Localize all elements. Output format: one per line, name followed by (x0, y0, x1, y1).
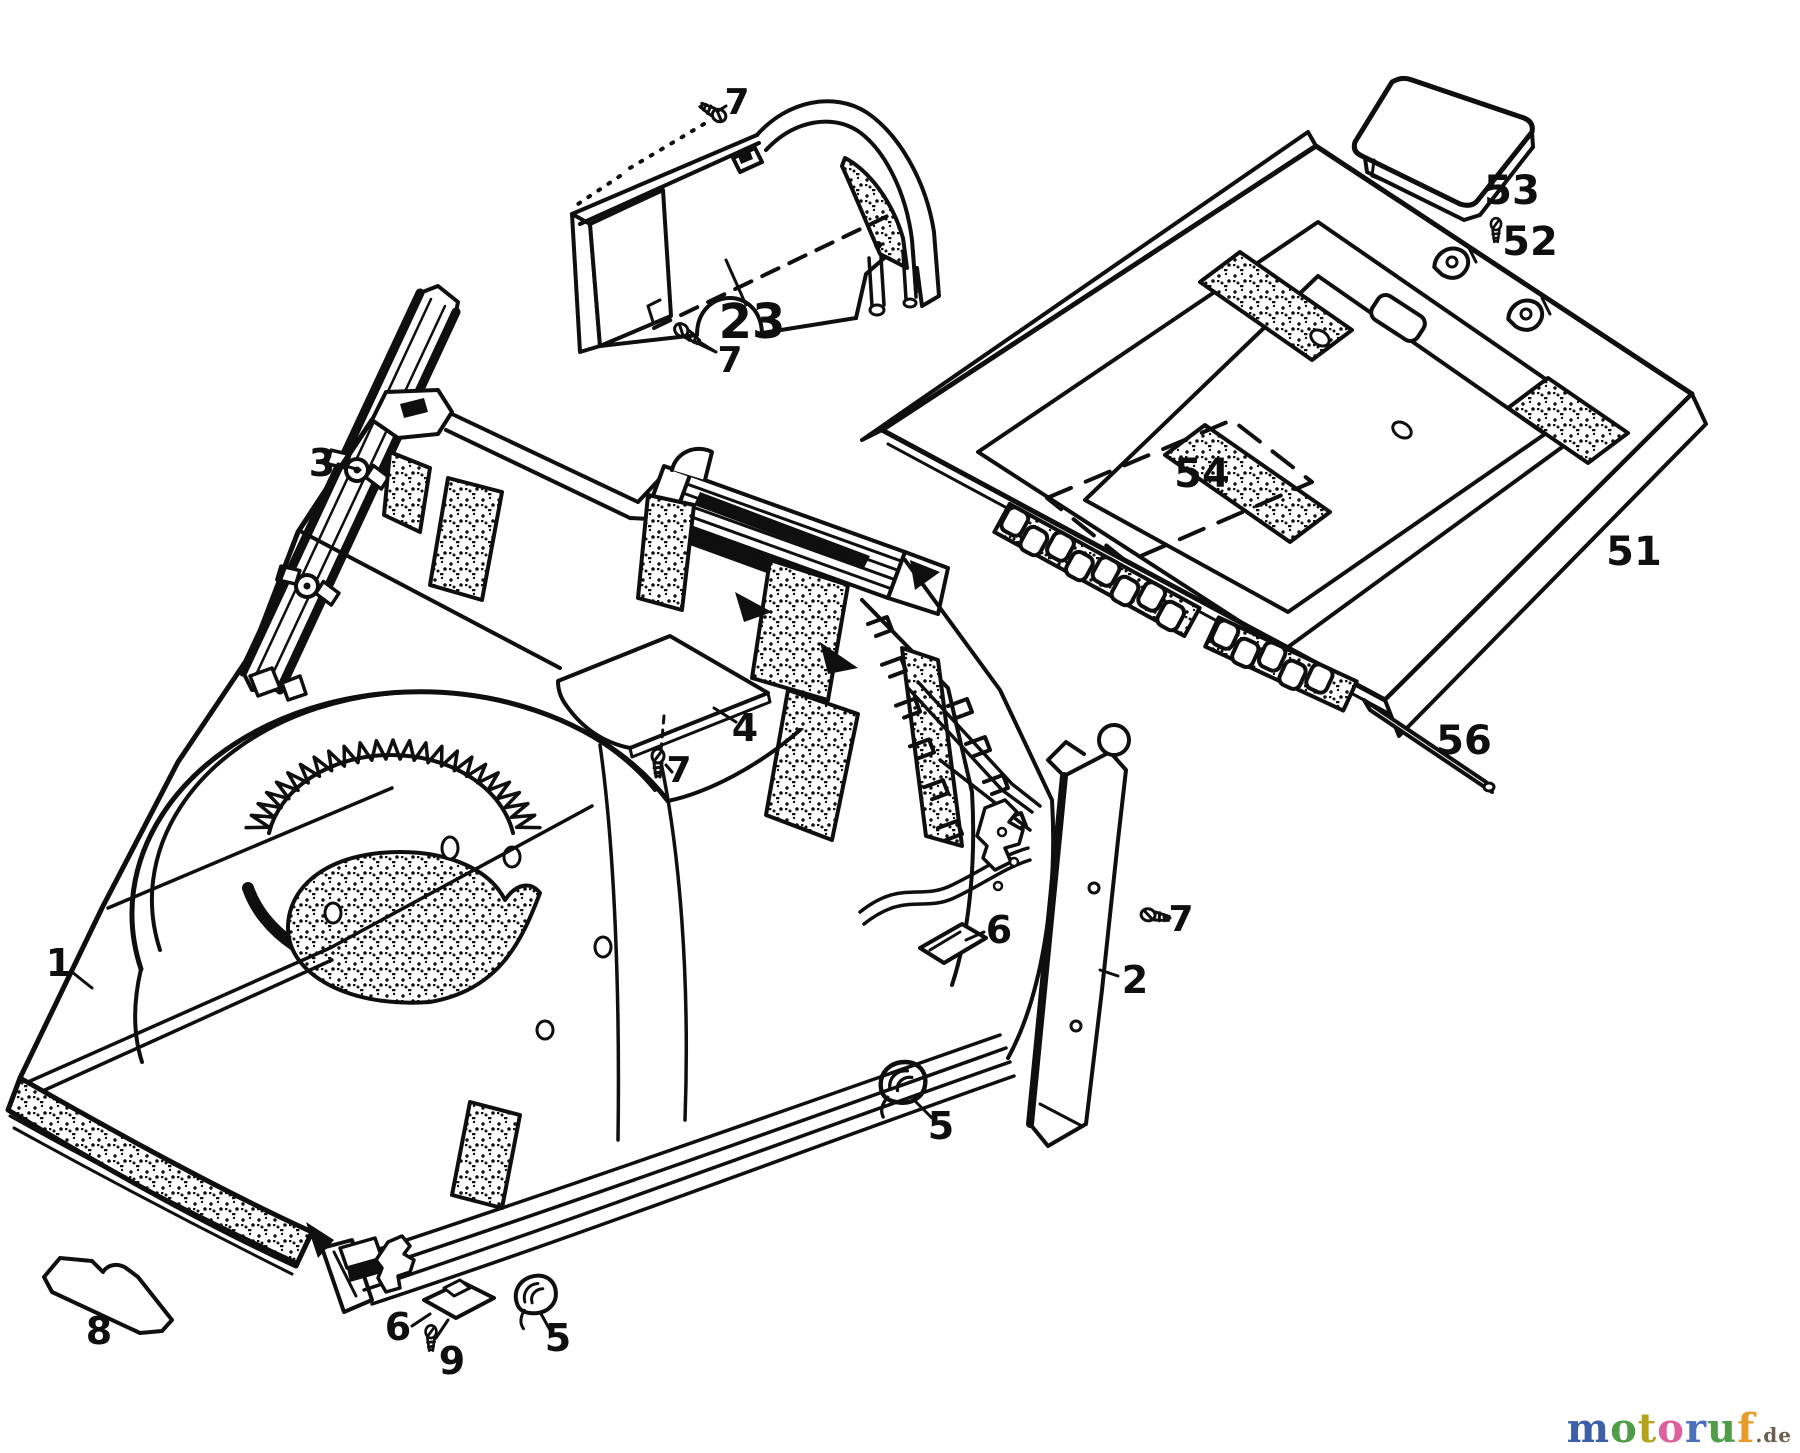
roller-tooth (1090, 555, 1122, 588)
part-2-side-rail (1026, 723, 1131, 1148)
part-label-7: 7 (724, 82, 749, 123)
part-label-5: 5 (928, 1104, 954, 1148)
part-label-7: 7 (1168, 899, 1193, 940)
motoruf-logo-letter: o (1610, 1405, 1638, 1452)
motoruf-logo-letter: o (1657, 1405, 1685, 1452)
part-label-8: 8 (86, 1309, 112, 1353)
mount-tab (1432, 246, 1471, 280)
motoruf-logo: motoruf.de (1567, 1409, 1792, 1449)
part-52-screw (1489, 216, 1503, 244)
serrated-edge (866, 615, 964, 842)
roller-tooth (999, 505, 1031, 538)
motoruf-logo-letter: u (1707, 1405, 1738, 1452)
motoruf-logo-word: motoruf (1567, 1405, 1756, 1452)
motoruf-logo-letter: t (1637, 1405, 1658, 1452)
part-8-skid-plate (42, 1256, 174, 1335)
part-6-bracket (422, 1278, 496, 1340)
part-label-51: 51 (1606, 529, 1662, 575)
part-54-marking (1045, 418, 1314, 564)
motoruf-logo-letter: f (1737, 1405, 1756, 1452)
part-label-7: 7 (666, 750, 691, 791)
part-4-cover-plate (556, 634, 772, 759)
roller-tooth (1277, 658, 1308, 691)
roller-tooth (1064, 549, 1095, 583)
part-51-chassis-panel (860, 130, 1708, 794)
discharge-chute (858, 558, 1056, 1060)
part-label-53: 53 (1484, 168, 1540, 214)
serrated-edge (946, 697, 1028, 834)
roller-tooth (1136, 580, 1168, 613)
part-label-1: 1 (46, 941, 72, 985)
part-label-6: 6 (986, 908, 1012, 952)
roller-strip (992, 501, 1359, 713)
part-label-7: 7 (717, 340, 742, 381)
roller-tooth (1109, 574, 1141, 608)
part-label-9: 9 (439, 1339, 465, 1383)
roller-tooth (1155, 599, 1187, 633)
roller-tooth (1230, 636, 1261, 670)
part-label-54: 54 (1174, 451, 1230, 497)
part-56-rod (1362, 698, 1494, 794)
leader-lines (70, 104, 1172, 1332)
roller-tooth (1304, 662, 1335, 695)
part-label-3: 3 (309, 441, 335, 485)
roller-tooth (1018, 524, 1050, 558)
part-1-deck-housing (5, 388, 1056, 1314)
motoruf-logo-suffix: .de (1755, 1423, 1792, 1447)
part-23-belt-cover (570, 99, 941, 354)
part-label-6: 6 (385, 1305, 411, 1349)
part-6-bracket (918, 922, 988, 965)
roller-tooth (1257, 640, 1288, 673)
mount-tab (1506, 298, 1545, 332)
roller-tooth (1045, 530, 1076, 563)
fan-housing (129, 689, 802, 1064)
rail-hinge (275, 564, 341, 607)
part-label-56: 56 (1436, 718, 1492, 764)
motoruf-logo-letter: r (1684, 1405, 1708, 1452)
part-53-cover (1351, 75, 1535, 222)
part-label-5: 5 (545, 1316, 571, 1360)
motoruf-logo-letter: m (1566, 1405, 1611, 1452)
part-label-52: 52 (1502, 219, 1558, 265)
roller-tooth (1209, 618, 1241, 651)
part-label-2: 2 (1122, 958, 1148, 1002)
part-9-screw (424, 1324, 438, 1352)
part-label-4: 4 (732, 706, 758, 750)
part-label-23: 23 (719, 294, 786, 350)
